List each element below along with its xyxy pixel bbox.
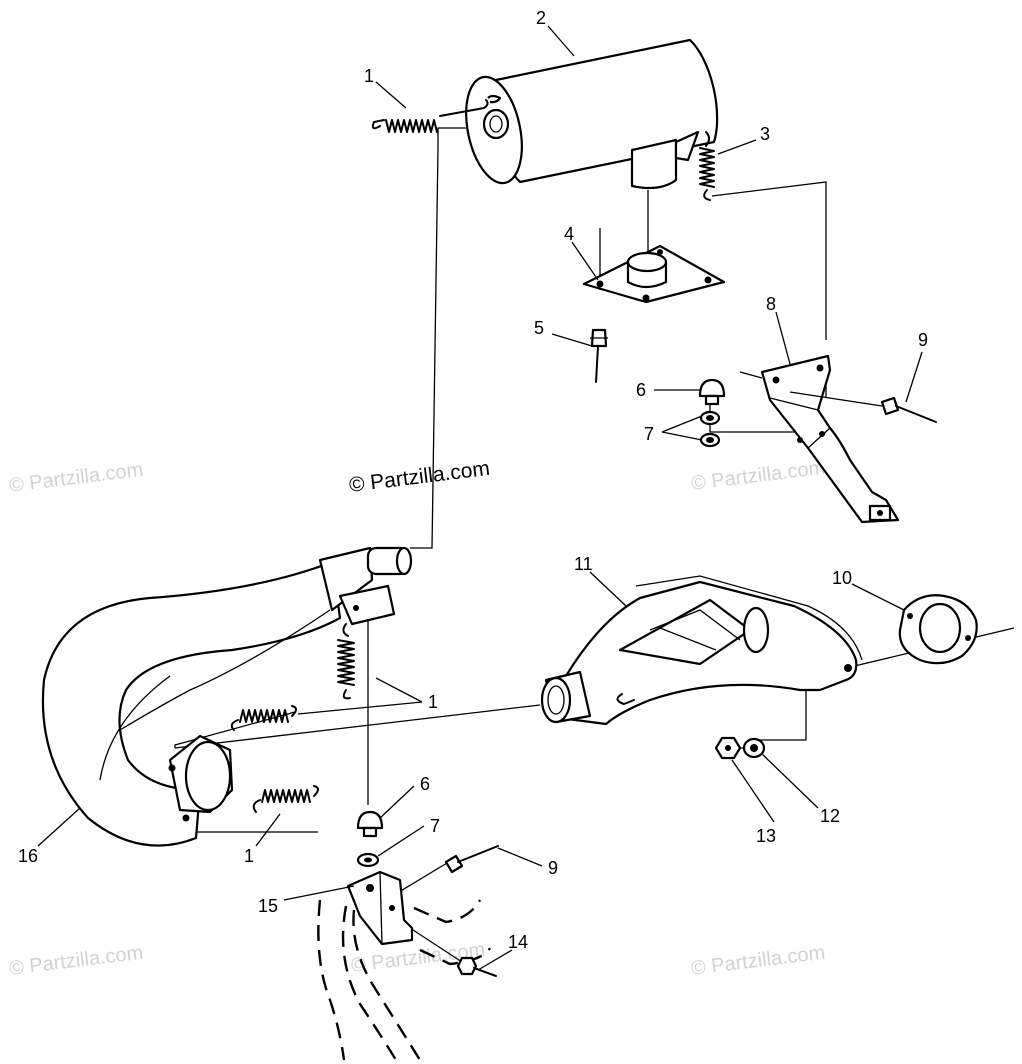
copyright-label: © Partzilla.com xyxy=(348,457,491,497)
mount-plate xyxy=(582,244,726,304)
callout-9-low: 9 xyxy=(548,858,558,878)
bolt-low xyxy=(444,845,499,874)
frame-dashed xyxy=(317,899,492,1061)
washers-top xyxy=(699,410,721,448)
guide-spring-low xyxy=(185,822,318,833)
guide-bolt-left xyxy=(739,371,763,379)
leader-lines xyxy=(37,25,923,971)
callout-1-mid: 1 xyxy=(428,692,438,712)
watermarks: © Partzilla.com © Partzilla.com © Partzi… xyxy=(8,457,826,980)
callout-15: 15 xyxy=(258,896,278,916)
spring-right xyxy=(699,131,715,201)
guide-grommet-to-bracket xyxy=(709,398,814,433)
watermark-bottom-right: © Partzilla.com xyxy=(690,942,826,980)
callout-4: 4 xyxy=(564,224,574,244)
stud-5 xyxy=(590,328,608,383)
spring-top xyxy=(371,99,489,133)
callout-5: 5 xyxy=(534,318,544,338)
exhaust-pipe xyxy=(41,546,413,847)
washer-low xyxy=(356,852,380,868)
gasket xyxy=(898,594,978,665)
callout-6-top: 6 xyxy=(636,380,646,400)
callout-numbers: 1 2 3 4 5 6 7 8 9 10 11 1 6 7 9 12 13 14… xyxy=(18,8,928,952)
spring-pipe-mid xyxy=(230,705,297,731)
nut-14 xyxy=(456,956,497,977)
guide-pipe-to-manifold xyxy=(174,704,541,749)
muffler xyxy=(465,38,719,190)
mount-bracket-15 xyxy=(346,870,414,946)
bracket-8 xyxy=(760,354,900,524)
nut-13 xyxy=(714,736,742,760)
grommet-low xyxy=(356,810,384,838)
callout-13: 13 xyxy=(756,826,776,846)
bolt-top xyxy=(789,391,937,423)
guide-muffler-to-pipe xyxy=(410,127,492,549)
callout-16: 16 xyxy=(18,846,38,866)
callout-7-top: 7 xyxy=(644,424,654,444)
callout-8: 8 xyxy=(766,294,776,314)
guide-mount-to-bolt xyxy=(398,859,453,893)
grommet-top xyxy=(698,378,726,406)
guide-spring-to-bracket xyxy=(711,181,827,340)
callout-6-low: 6 xyxy=(420,774,430,794)
assembly-lines xyxy=(174,127,1015,963)
spring-pipe-vertical xyxy=(337,623,355,700)
callout-11: 11 xyxy=(574,554,593,574)
exhaust-manifold xyxy=(540,575,863,726)
callout-1-low: 1 xyxy=(244,846,254,866)
spring-pipe-low xyxy=(252,785,319,813)
callout-9-top: 9 xyxy=(918,330,928,350)
callout-10: 10 xyxy=(832,568,852,588)
watermark-bottom-left: © Partzilla.com xyxy=(8,942,144,980)
guide-spring-mid xyxy=(174,711,296,748)
guide-mount-to-nut xyxy=(409,927,463,963)
washer-12 xyxy=(742,737,766,759)
callout-1-top: 1 xyxy=(364,66,374,86)
guide-manifold-to-nut xyxy=(760,690,807,741)
callout-3: 3 xyxy=(760,124,770,144)
callout-14: 14 xyxy=(508,932,528,952)
callout-7-low: 7 xyxy=(430,816,440,836)
watermark-right: © Partzilla.com xyxy=(690,457,826,495)
watermark-left: © Partzilla.com xyxy=(8,459,144,497)
callout-12: 12 xyxy=(820,806,840,826)
callout-2: 2 xyxy=(536,8,546,28)
